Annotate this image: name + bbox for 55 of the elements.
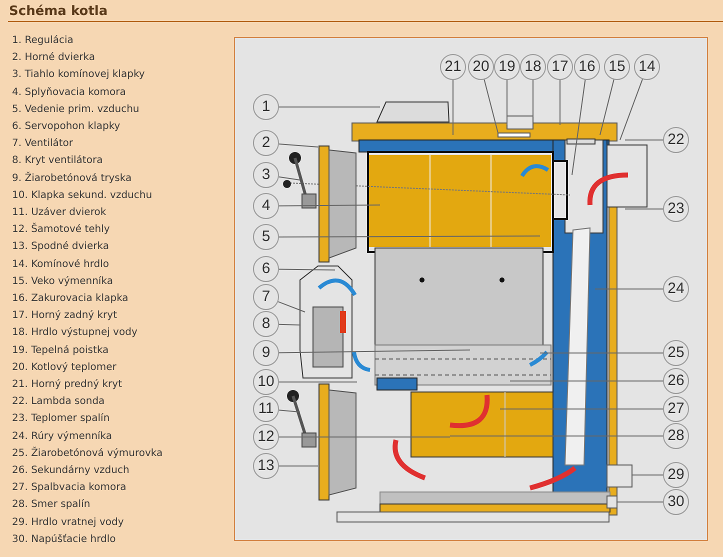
legend-item: 21. Horný predný kryt (12, 379, 122, 390)
legend-item: 6. Servopohon klapky (12, 121, 120, 132)
leader-line (278, 301, 306, 312)
legend-item: 24. Rúry výmenníka (12, 430, 112, 442)
leader-line (532, 80, 534, 118)
legend-item: 3. Tiahlo komínovej klapky (12, 69, 145, 80)
legend-item: 29. Hrdlo vratnej vody (12, 516, 124, 528)
legend-item: 9. Žiarobetónová tryska (12, 172, 132, 184)
legend-item: 14. Komínové hrdlo (12, 258, 110, 270)
leader-line (572, 79, 586, 176)
legend-item: 30. Napúšťacie hrdlo (12, 534, 116, 545)
leader-line (506, 80, 508, 126)
legend-item: 20. Kotlový teplomer (12, 362, 116, 373)
legend-item: 25. Žiarobetónová výmurovka (12, 448, 163, 459)
leader-line (278, 350, 470, 354)
legend-item: 22. Lambda sonda (12, 396, 105, 408)
leader-line (484, 79, 498, 134)
leader-line (278, 410, 300, 412)
leader-line (632, 474, 664, 476)
leader-line (278, 268, 336, 270)
leader-line (540, 352, 664, 354)
legend-item: 27. Spalbvacia komora (12, 482, 126, 494)
legend-item: 12. Šamotové tehly (12, 224, 110, 236)
leader-line (278, 106, 380, 108)
legend-item: 5. Vedenie prim. vzduchu (12, 104, 140, 115)
legend-item: 1. Regulácia (12, 35, 74, 46)
legend-item: 15. Veko výmenníka (12, 276, 113, 287)
legend-item: 17. Horný zadný kryt (12, 310, 117, 322)
legend-item: 11. Uzáver dvierok (12, 207, 106, 218)
legend-item: 4. Splyňovacia komora (12, 86, 126, 98)
legend-item: 16. Zakurovacia klapka (12, 293, 128, 304)
legend-item: 19. Tepelná poistka (12, 344, 109, 356)
legend-item: 2. Horné dvierka (12, 52, 96, 64)
leader-line (510, 380, 664, 382)
legend-item: 23. Teplomer spalín (12, 413, 110, 424)
leader-line (278, 204, 380, 206)
legend-item: 28. Smer spalín (12, 499, 90, 510)
leader-line (278, 144, 318, 148)
legend-item: 13. Spodné dvierka (12, 241, 109, 252)
legend-item: 10. Klapka sekund. vzduchu (12, 190, 152, 201)
leader-line (594, 288, 664, 290)
leader-line (278, 176, 300, 180)
leader-line (278, 436, 450, 438)
leader-line (620, 78, 643, 140)
leader-line (278, 236, 540, 238)
leader-line (624, 208, 664, 210)
leader-line (500, 408, 664, 410)
legend-item: 7. Ventilátor (12, 138, 74, 150)
legend-item: 26. Sekundárny vzduch (12, 465, 130, 476)
legend-item: 8. Kryt ventilátora (12, 155, 103, 166)
leader-line (600, 79, 614, 136)
leader-line (278, 324, 300, 326)
legend-item: 18. Hrdlo výstupnej vody (12, 327, 138, 338)
leader-line (452, 80, 454, 136)
page-title: Schéma kotla (9, 4, 108, 19)
